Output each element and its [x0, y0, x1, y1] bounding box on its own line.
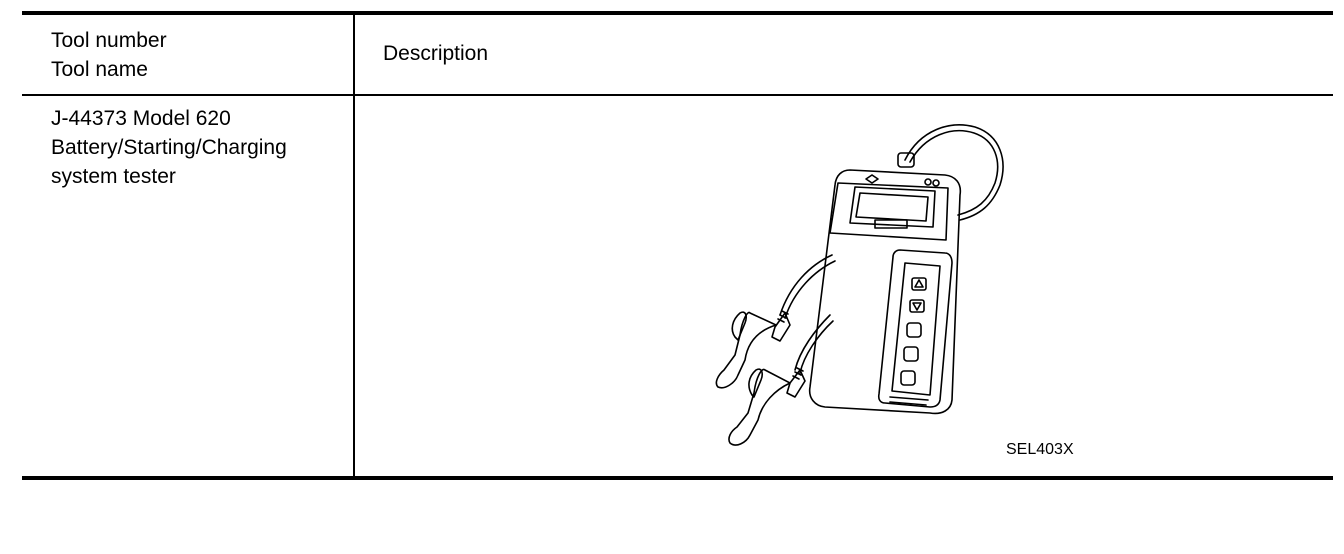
button-3-icon	[900, 370, 916, 386]
header-tool-number: Tool number	[51, 29, 167, 52]
button-2-icon	[903, 346, 919, 362]
clamp-lower-icon	[786, 369, 806, 398]
figure-code: SEL403X	[1006, 441, 1074, 458]
header-tool-number-name: Tool number Tool name	[51, 26, 167, 84]
logo-mark-icon	[865, 174, 879, 184]
battery-tester-illustration	[715, 124, 1004, 446]
button-1-icon	[906, 322, 922, 338]
tool-table: Tool number Tool name Description J-4437…	[22, 11, 1333, 480]
up-button-icon	[911, 277, 927, 291]
column-divider	[353, 15, 355, 476]
table-header-rule	[22, 94, 1333, 96]
cord-connector-icon	[897, 152, 915, 168]
down-button-icon	[909, 299, 925, 313]
tool-name-cell: J-44373 Model 620 Battery/Starting/Charg…	[51, 104, 287, 191]
tool-line-2: Battery/Starting/Charging	[51, 136, 287, 159]
tool-line-1: J-44373 Model 620	[51, 107, 231, 130]
tool-line-3: system tester	[51, 165, 176, 188]
header-tool-name: Tool name	[51, 58, 148, 81]
header-description: Description	[383, 42, 489, 65]
clamp-upper-icon	[771, 312, 791, 342]
table-bottom-rule	[22, 476, 1333, 480]
tester-body-icon	[808, 169, 962, 415]
table-top-rule	[22, 11, 1333, 15]
display-screen-icon	[849, 186, 936, 228]
